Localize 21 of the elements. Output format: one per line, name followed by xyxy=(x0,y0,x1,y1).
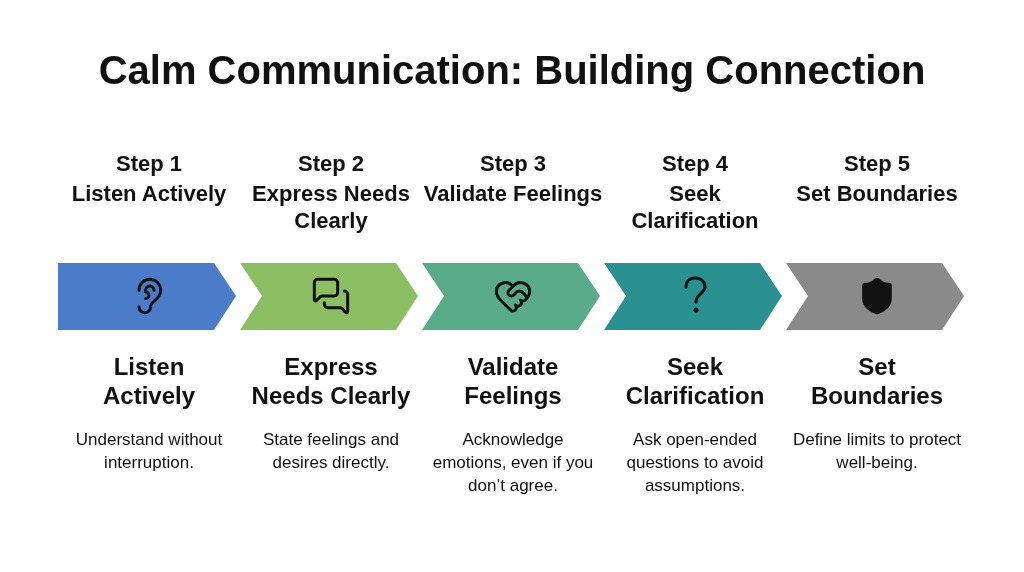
step-title: Validate Feelings xyxy=(463,352,563,410)
step-title: Seek Clarification xyxy=(624,352,766,410)
step-heading: Validate Feelings xyxy=(423,180,603,207)
step-number: Step 5 xyxy=(844,150,910,178)
step-heading: Express Needs Clearly xyxy=(251,180,411,234)
step-description: State feelings and desires directly. xyxy=(261,429,401,474)
step-title: Set Boundaries xyxy=(810,352,944,410)
step-number: Step 1 xyxy=(116,150,182,178)
step-description: Acknowledge emotions, even if you don’t agree. xyxy=(431,429,595,497)
step-number: Step 4 xyxy=(662,150,728,178)
step-heading: Listen Actively xyxy=(70,180,228,207)
step-heading: Seek Clarification xyxy=(630,180,760,234)
step-title: Listen Actively xyxy=(101,352,197,410)
step-heading: Set Boundaries xyxy=(795,180,959,207)
step-description: Define limits to protect well-being. xyxy=(791,429,963,474)
step-description: Understand without interruption. xyxy=(74,429,224,474)
step-number: Step 2 xyxy=(298,150,364,178)
step-number: Step 3 xyxy=(480,150,546,178)
step-title: Express Needs Clearly xyxy=(251,352,411,410)
step-description: Ask open-ended questions to avoid assumptions. xyxy=(625,429,765,497)
title: Calm Communication: Building Connection xyxy=(97,50,927,90)
